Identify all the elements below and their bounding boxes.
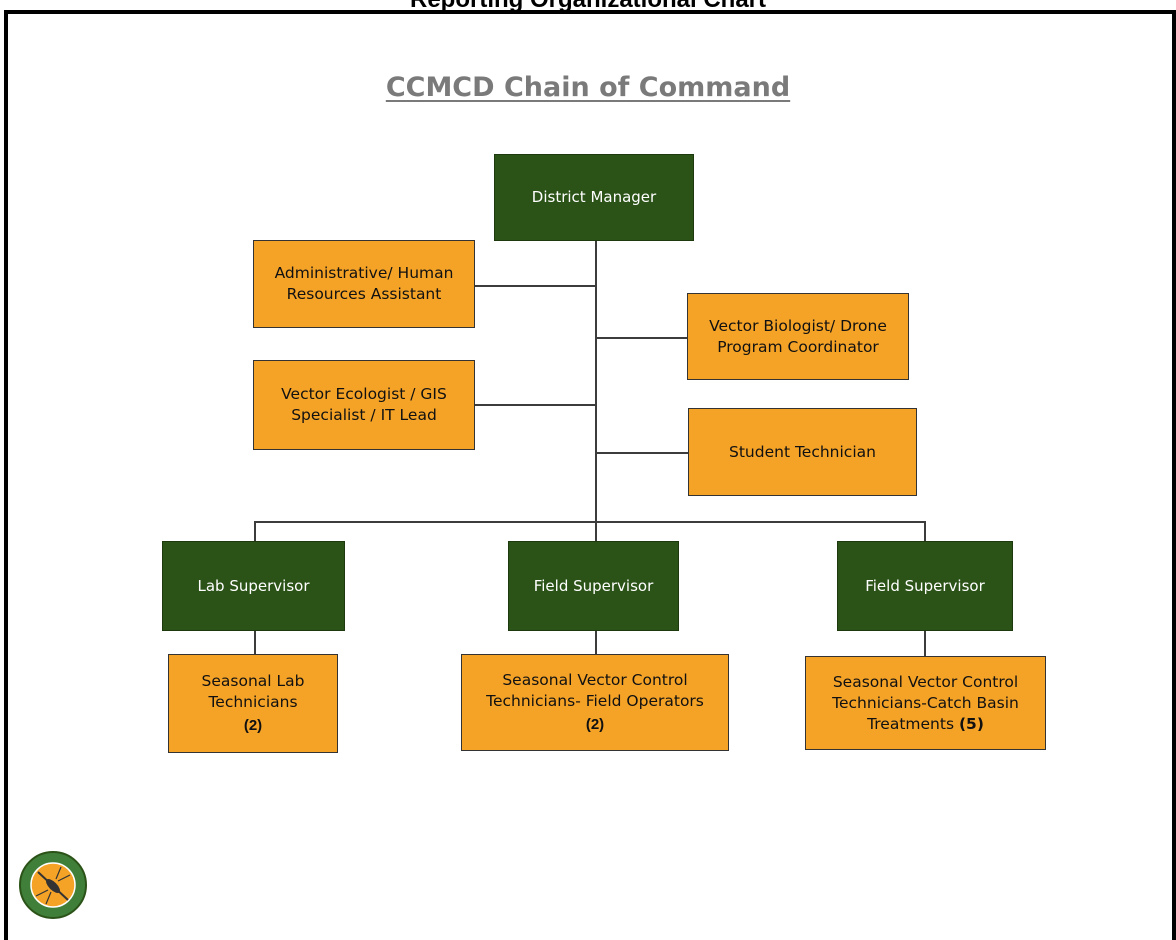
connector-student: [596, 452, 689, 454]
field-supervisor-label-2: Field Supervisor: [865, 576, 985, 595]
vector-ecologist-box: Vector Ecologist / GIS Specialist / IT L…: [253, 360, 475, 450]
connector-biologist: [596, 337, 688, 339]
mosquito-seal-icon: [19, 851, 87, 919]
connector-ecologist: [475, 404, 596, 406]
admin-hr-box: Administrative/ Human Resources Assistan…: [253, 240, 475, 328]
field-supervisor-label-1: Field Supervisor: [533, 576, 654, 595]
admin-hr-label: Administrative/ Human Resources Assistan…: [274, 264, 454, 303]
district-manager-label: District Manager: [531, 188, 657, 206]
connector-supervisors-horizontal: [254, 521, 926, 523]
connector-admin: [475, 285, 596, 287]
seasonal-lab-label: Seasonal Lab Technicians: [201, 672, 305, 711]
student-technician-label: Student Technician: [729, 442, 876, 461]
connector-main-vertical: [595, 240, 597, 522]
field-supervisor-box-1: Field Supervisor: [508, 541, 679, 631]
district-manager-box: District Manager: [494, 154, 694, 241]
lab-supervisor-label: Lab Supervisor: [197, 576, 310, 595]
lab-supervisor-box: Lab Supervisor: [162, 541, 345, 631]
seasonal-catch-basin-label: Seasonal Vector Control Technicians-Catc…: [816, 672, 1035, 735]
page-header: Reporting Organizational Chart: [0, 0, 1176, 14]
vector-biologist-label: Vector Biologist/ Drone Program Coordina…: [709, 316, 887, 356]
vector-biologist-box: Vector Biologist/ Drone Program Coordina…: [687, 293, 909, 380]
field-supervisor-box-2: Field Supervisor: [837, 541, 1013, 631]
chart-title: CCMCD Chain of Command: [0, 72, 1176, 103]
seasonal-catch-basin-count: (5): [958, 714, 984, 733]
seasonal-field-ops-label: Seasonal Vector Control Technicians- Fie…: [486, 671, 704, 710]
vector-ecologist-label: Vector Ecologist / GIS Specialist / IT L…: [281, 385, 447, 424]
chart-title-text: CCMCD Chain of Command: [385, 72, 791, 103]
seasonal-field-ops-box: Seasonal Vector Control Technicians- Fie…: [461, 654, 729, 751]
student-technician-box: Student Technician: [688, 408, 917, 496]
connector-field-sup1-up: [595, 521, 597, 542]
seasonal-field-ops-count: (2): [585, 716, 605, 733]
connector-lab-sup-up: [254, 521, 256, 542]
seasonal-lab-count: (2): [243, 717, 263, 734]
connector-field-ops: [595, 630, 597, 655]
seasonal-catch-basin-box: Seasonal Vector Control Technicians-Catc…: [805, 656, 1046, 750]
seasonal-lab-box: Seasonal Lab Technicians (2): [168, 654, 338, 753]
connector-field-sup2-up: [924, 521, 926, 542]
connector-lab-techs: [254, 630, 256, 655]
seasonal-catch-basin-text: Seasonal Vector Control Technicians-Catc…: [832, 672, 1019, 733]
connector-catch-basin: [924, 630, 926, 657]
page-frame: [4, 10, 1176, 940]
